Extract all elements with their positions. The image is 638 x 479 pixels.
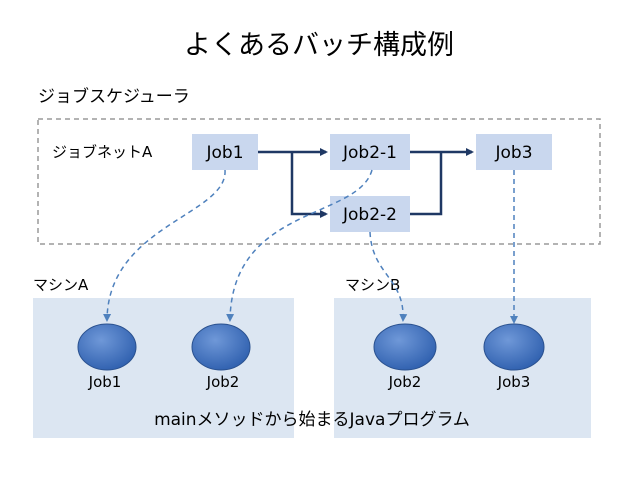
machine-a-job1-node <box>77 323 137 371</box>
job1-box <box>192 134 258 170</box>
machine-a-job2-label: Job2 <box>206 373 240 391</box>
arrow-job1-to-job2-2 <box>290 152 328 218</box>
scheduler-frame <box>37 118 601 245</box>
flow-arrows <box>258 148 474 218</box>
job2-2-box <box>330 196 410 232</box>
dash-job2-1-to-machine-a-job2 <box>226 169 373 322</box>
arrow-job2-2-to-job3 <box>410 152 443 216</box>
machine-b-area <box>334 298 591 438</box>
job2-2-label: Job2-2 <box>342 205 397 225</box>
machine-b-label: マシンB <box>345 276 400 294</box>
machine-b-job3-label: Job3 <box>497 373 531 391</box>
assignment-arrows <box>103 169 518 324</box>
dash-job1-to-machine-a-job1 <box>103 169 226 322</box>
job3-box <box>476 134 552 170</box>
dash-job2-2-to-machine-b-job2 <box>369 231 408 322</box>
machine-a-label: マシンA <box>33 276 89 294</box>
scheduler-label: ジョブスケジューラ <box>38 86 190 107</box>
job2-1-label: Job2-1 <box>342 143 397 163</box>
job2-1-box <box>330 134 410 170</box>
machine-b-job2-node <box>373 323 437 371</box>
footer-caption: mainメソッドから始まるJavaプログラム <box>154 410 470 430</box>
diagram-title: よくあるバッチ構成例 <box>184 30 454 61</box>
job3-label: Job3 <box>494 143 532 163</box>
job1-label: Job1 <box>205 143 243 163</box>
machine-b-job3-node <box>483 323 545 371</box>
machine-a-job1-label: Job1 <box>88 373 122 391</box>
machine-b-job2-label: Job2 <box>388 373 422 391</box>
machine-a-area <box>33 298 294 438</box>
machine-a-job2-node <box>191 323 251 371</box>
jobnet-label: ジョブネットA <box>52 143 153 161</box>
